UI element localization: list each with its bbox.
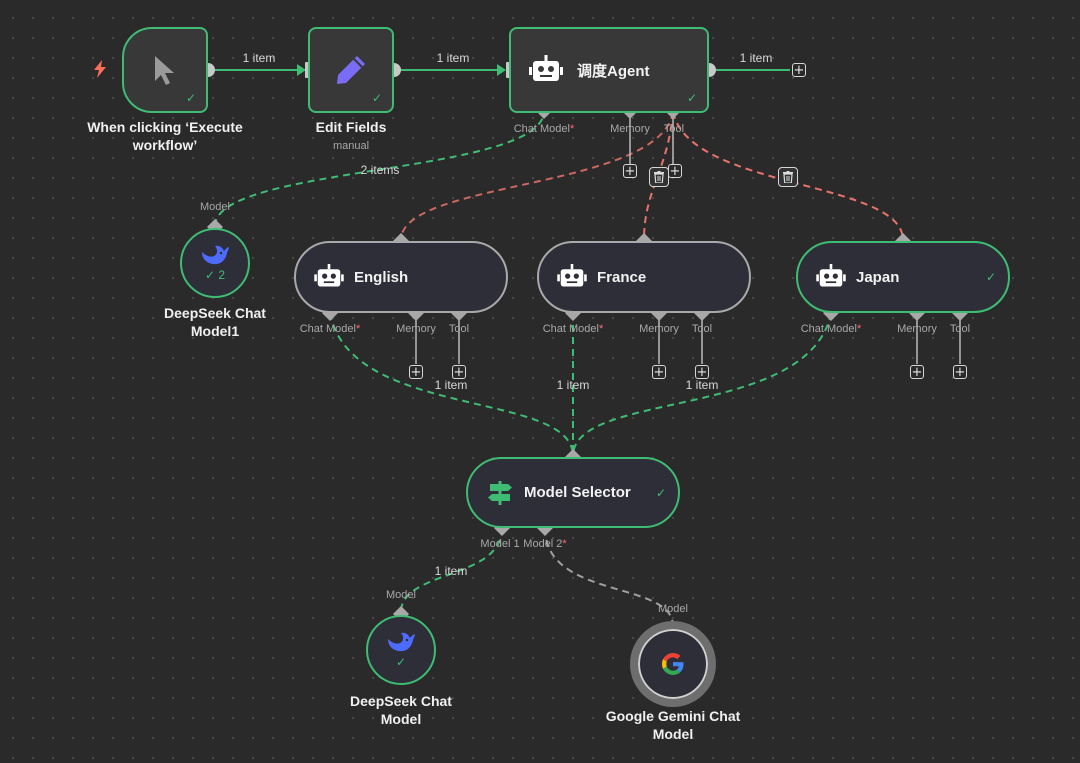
node-caption-edit-fields: Edit Fields: [315, 119, 387, 135]
cursor-arrow-icon: [152, 54, 178, 86]
port-label-model: Model: [386, 589, 416, 601]
robot-icon: [557, 264, 587, 290]
add-tool-button[interactable]: +: [695, 364, 709, 380]
edge-label: 1 item: [242, 51, 276, 65]
port-label-chat-model: Chat Model*: [513, 123, 575, 135]
add-node-button[interactable]: +: [792, 62, 806, 78]
port-label-model: Model: [658, 603, 688, 615]
robot-icon: [816, 264, 846, 290]
port-label-memory: Memory: [610, 123, 650, 135]
edge-label: 1 item: [685, 378, 719, 392]
port-label-chat-model: Chat Model*: [542, 323, 604, 335]
connection-english-selector: [329, 312, 574, 457]
connection-deepseek1-agent: [214, 110, 545, 227]
connection-selector-deepseek2: [400, 527, 503, 613]
port-label-tool: Tool: [949, 323, 971, 335]
add-memory-button[interactable]: +: [652, 364, 666, 380]
node-manual-trigger[interactable]: ✓: [122, 27, 208, 113]
port-label-tool: Tool: [448, 323, 470, 335]
node-dispatch-agent[interactable]: 调度Agent ✓: [509, 27, 709, 113]
node-title-japan: Japan: [856, 268, 900, 286]
deepseek-whale-icon: [386, 631, 416, 653]
pencil-icon: [333, 52, 369, 88]
port-label-tool: Tool: [691, 323, 713, 335]
node-caption-deepseek2: DeepSeek Chat Model: [350, 693, 452, 727]
success-check-icon: ✓: [371, 91, 382, 105]
success-check-icon: ✓: [686, 91, 697, 105]
port-label-tool: Tool: [663, 123, 685, 135]
port-label-chat-model: Chat Model*: [800, 323, 862, 335]
node-model-selector[interactable]: Model Selector ✓: [466, 457, 680, 528]
node-subtitle-edit-fields: manual: [332, 140, 370, 152]
node-deepseek-chat-model1[interactable]: ✓ 2: [180, 228, 250, 298]
success-check-icon: ✓: [395, 655, 407, 669]
port-label-memory: Memory: [897, 323, 937, 335]
port-label-model-2: Model 2*: [523, 538, 567, 550]
add-tool-button[interactable]: +: [668, 163, 682, 179]
connection-japan-selector: [572, 312, 832, 457]
port-label-model: Model: [200, 201, 230, 213]
edge-label: 1 item: [434, 378, 468, 392]
deepseek-whale-icon: [200, 244, 230, 266]
add-memory-button[interactable]: +: [910, 364, 924, 380]
edge-label: 1 item: [556, 378, 590, 392]
add-memory-button[interactable]: +: [409, 364, 423, 380]
node-title-dispatch-agent: 调度Agent: [577, 62, 650, 80]
robot-icon: [314, 264, 344, 290]
google-g-icon: [661, 652, 685, 676]
success-check-icon: ✓: [655, 485, 666, 500]
add-tool-button[interactable]: +: [953, 364, 967, 380]
trash-icon: [654, 171, 664, 183]
connection-selector-gemini: [544, 527, 674, 627]
node-caption-deepseek1: DeepSeek Chat Model1: [164, 305, 266, 339]
trash-icon: [783, 171, 793, 183]
node-edit-fields[interactable]: ✓: [308, 27, 394, 113]
node-deepseek-chat-model[interactable]: ✓: [366, 615, 436, 685]
port-label-model-1: Model 1: [480, 538, 520, 550]
success-check-icon: ✓: [985, 270, 996, 284]
add-tool-button[interactable]: +: [452, 364, 466, 380]
trigger-bolt-icon: [93, 60, 107, 83]
run-count-badge: ✓ 2: [204, 268, 226, 282]
delete-connection-button[interactable]: [778, 167, 798, 187]
node-title-english: English: [354, 268, 409, 286]
success-check-icon: ✓: [185, 91, 196, 105]
node-title-france: France: [597, 268, 647, 286]
connection-tool-france: [643, 111, 674, 241]
node-google-gemini-chat-model[interactable]: [630, 621, 716, 707]
node-agent-france[interactable]: France: [537, 241, 751, 313]
node-title-model-selector: Model Selector: [524, 484, 631, 501]
node-caption-gemini: Google Gemini Chat Model: [605, 708, 741, 742]
port-label-memory: Memory: [396, 323, 436, 335]
port-label-chat-model: Chat Model*: [299, 323, 361, 335]
node-agent-japan[interactable]: Japan ✓: [796, 241, 1010, 313]
delete-connection-button[interactable]: [649, 167, 669, 187]
add-memory-button[interactable]: +: [623, 163, 637, 179]
edge-label: 1 item: [436, 51, 470, 65]
port-label-memory: Memory: [639, 323, 679, 335]
connection-tool-english: [400, 111, 674, 241]
node-agent-english[interactable]: English: [294, 241, 508, 313]
edge-label: 2 items: [360, 163, 400, 177]
edge-label: 1 item: [434, 564, 468, 578]
node-caption-trigger: When clicking ‘Execute workflow’: [87, 119, 243, 153]
robot-icon: [529, 55, 563, 85]
signpost-icon: [486, 479, 514, 507]
edge-label: 1 item: [739, 51, 773, 65]
